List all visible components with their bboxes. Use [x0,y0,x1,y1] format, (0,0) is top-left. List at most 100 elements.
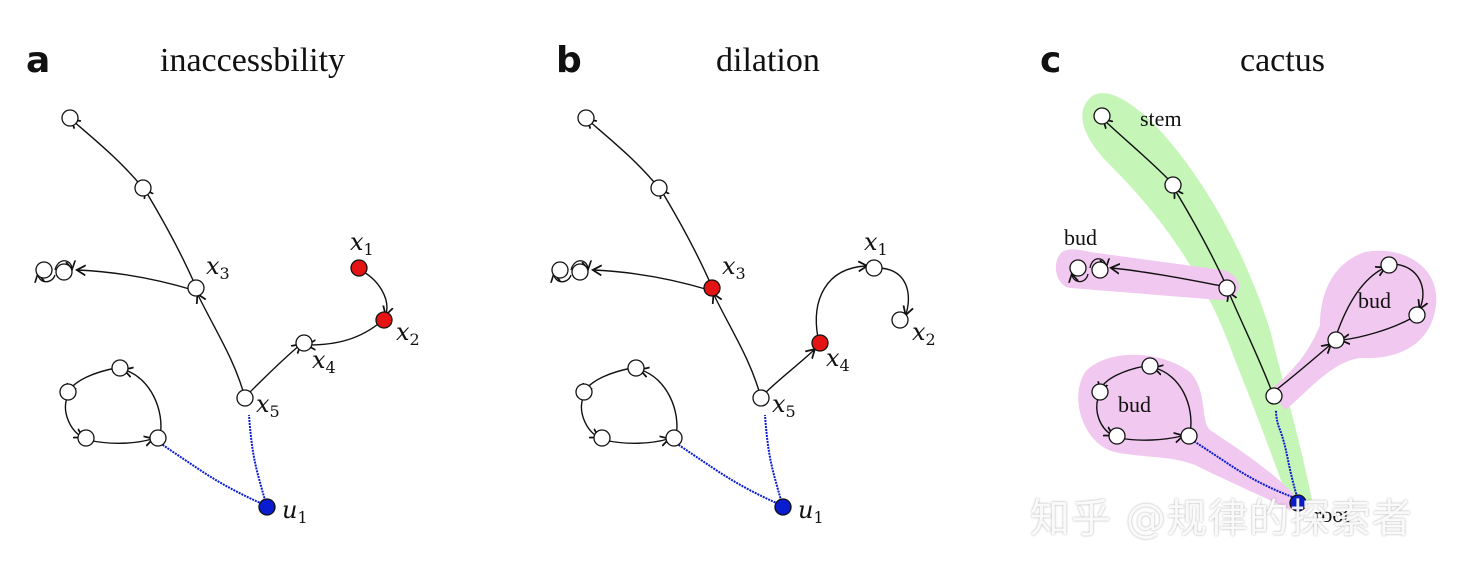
node [1180,427,1198,445]
panel-a-title: inaccessbility [160,42,346,79]
node [1108,427,1126,445]
edge [78,270,194,291]
edge [879,267,908,314]
label-x2: x2 [912,318,936,349]
edge [38,275,56,282]
node [575,383,593,401]
panel-c-title: cactus [1240,42,1325,79]
panel-a-graph: x1 x2 x3 x4 x5 u1 [35,109,420,527]
edge [359,269,387,314]
bud-highlight [1270,250,1437,410]
edge [1072,274,1089,282]
panel-c-graph: stem bud bud bud root [1055,93,1437,527]
edge [145,190,197,288]
edge [1112,268,1223,287]
wavy-edge [159,442,266,506]
label-x3: x3 [206,252,230,283]
stem-highlight [1082,93,1312,506]
label-x2: x2 [396,318,420,349]
label-x1: x1 [350,228,374,259]
label-bud: bud [1064,225,1097,250]
edge [580,397,598,437]
node [1093,107,1111,125]
edge [245,345,300,397]
edge [815,266,866,339]
node [134,179,152,197]
edge [87,439,152,443]
node-x1 [350,259,368,277]
node-u1 [774,498,792,516]
panel-b-graph: x1 x2 x3 x4 x5 u1 [551,109,936,527]
node [1265,387,1283,405]
node [593,429,611,447]
node-x4 [295,334,313,352]
edge [588,120,660,189]
node-x5 [752,389,770,407]
edge [64,397,82,437]
edge [594,270,710,291]
panel-b-letter: b [556,40,582,81]
edge [1275,345,1330,391]
node [1408,306,1426,324]
node [1164,176,1182,194]
label-u1: u1 [282,496,308,527]
edge [1229,293,1273,393]
node [1069,259,1087,277]
node [627,359,645,377]
node [1380,256,1398,274]
edge [570,261,588,270]
edge [125,370,162,438]
node [650,179,668,197]
node [149,429,167,447]
edge [198,295,246,399]
node-u1 [258,498,276,516]
node-x4 [811,334,829,352]
node [1327,331,1345,349]
node [61,109,79,127]
node [1141,357,1159,375]
edge [72,120,144,189]
wavy-edge [248,414,268,508]
node [59,383,77,401]
panel-b-title: dilation [716,42,820,79]
label-stem: stem [1140,106,1182,131]
node-x1 [865,259,883,277]
label-x4: x4 [826,344,850,375]
node-x3 [703,279,721,297]
panel-a-letter: a [26,40,51,81]
node [551,261,569,279]
node [571,263,589,281]
node [35,261,53,279]
edge [54,261,72,270]
label-x4: x4 [312,346,336,377]
node [77,429,95,447]
node [111,359,129,377]
node-x2 [375,311,393,329]
node [1091,261,1109,279]
node [1218,279,1236,297]
edge [1155,368,1192,435]
label-root: root [1314,502,1349,527]
wavy-edge [1191,439,1296,499]
label-x5: x5 [256,390,280,421]
wavy-edge [1275,409,1299,501]
edge [661,190,713,288]
node [55,263,73,281]
watermark: 知乎 @规律的探索者 [1030,496,1413,542]
label-bud: bud [1118,392,1151,417]
node [665,429,683,447]
node [1091,383,1109,401]
edge [641,370,678,438]
edge [1104,120,1173,184]
label-x1: x1 [864,228,888,259]
label-x3: x3 [722,252,746,283]
wavy-edge [764,414,784,508]
wavy-edge [675,442,782,506]
edge [1391,263,1423,308]
node-x5 [236,389,254,407]
node [577,109,595,127]
edge [714,295,762,399]
node-root [1289,494,1307,512]
edge [1342,317,1413,340]
